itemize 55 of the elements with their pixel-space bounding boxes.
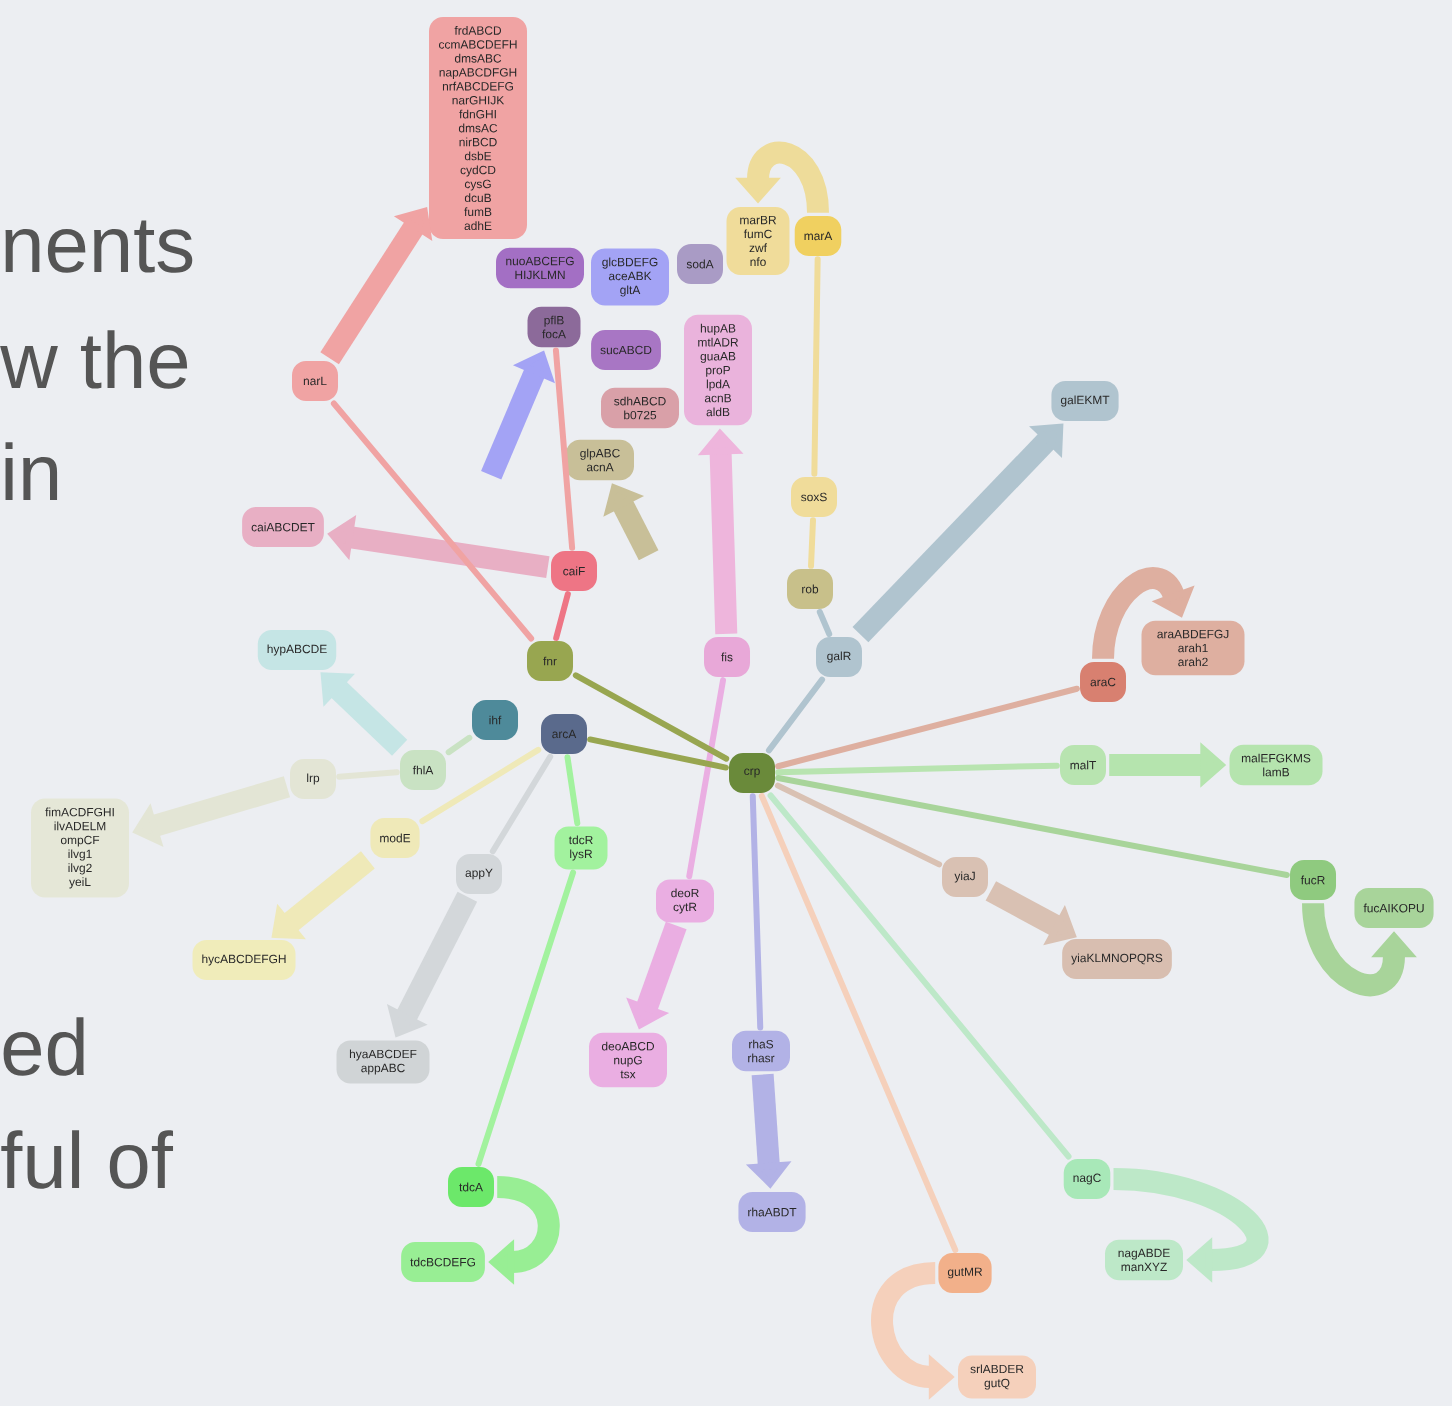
slide-text: ed [3,1017,84,1076]
gene-blob: crp [729,753,775,793]
block-arrow [320,672,408,756]
regulation-band [758,792,959,1254]
regulation-band [775,762,1060,776]
gene-blob: hupAB mtlADR guaAB proP lpdA acnB aldB [684,314,752,426]
gene-blob: caiABCDET [242,507,324,547]
gene-blob: fucAIKOPU [1354,888,1434,928]
gene-blob: hycABCDEFGH [192,940,296,980]
regulation-band [564,754,581,827]
gene-blob: srlABDER gutQ [958,1355,1036,1399]
slide-text: w the [0,330,188,389]
gene-blob: lrp [290,759,336,799]
regulation-band [811,256,821,477]
gene-blob: nuoABCEFG HIJKLMN [496,247,584,289]
block-arrow [1092,567,1195,660]
regulation-band [749,793,764,1031]
regulation-band [475,869,577,1167]
regulation-band [330,400,535,642]
regulation-band [489,753,554,855]
regulation-band [572,672,730,762]
gene-blob: marBR fumC zwf nfo [726,206,790,276]
gene-blob: sucABCD [591,330,661,370]
gene-blob: glcBDEFG aceABK gltA [591,248,669,306]
gene-blob: frdABCD ccmABCDEFH dmsABC napABCDFGH nrfABCDEFG narGHIJK fdnGHI dmsAC nirBCD dsbE cydCD cysG dcuB fumB adhE [429,16,527,239]
gene-blob: gutMR [938,1253,992,1293]
gene-blob: deoR cytR [656,879,714,923]
gene-blob: yiaKLMNOPQRS [1062,939,1172,979]
regulation-band [419,746,542,825]
gene-blob: deoABCD nupG tsx [589,1032,667,1088]
regulation-band [445,734,473,756]
regulation-band [767,792,1072,1160]
regulation-band [775,774,1290,879]
regulation-band [553,591,571,641]
gene-blob: araABDEFGJ arah1 arah2 [1141,620,1245,676]
regulation-band [336,769,400,780]
block-arrow [852,423,1064,643]
gene-blob: galEKMT [1051,381,1119,421]
regulation-band [686,677,727,880]
slide-text: in [5,442,58,500]
gene-blob: tdcBCDEFG [401,1242,485,1282]
gene-blob: hyaABCDEF appABC [336,1040,430,1084]
regulation-band [774,782,943,868]
gene-blob: hypABCDE [257,630,337,670]
regulation-band [552,347,576,551]
regulation-band [765,676,826,754]
gene-blob: rhaABDT [738,1192,806,1232]
regulation-band [816,608,833,638]
block-arrow [1112,1168,1269,1283]
regulation-band [775,685,1080,770]
regulation-band [587,736,729,771]
slide-text: ful of [1,1130,174,1189]
gene-blob: fimACDFGHI ilvADELM ompCF ilvg1 ilvg2 yeiL [31,798,129,898]
regulation-band [808,517,816,569]
slide-text: nents [5,220,193,273]
